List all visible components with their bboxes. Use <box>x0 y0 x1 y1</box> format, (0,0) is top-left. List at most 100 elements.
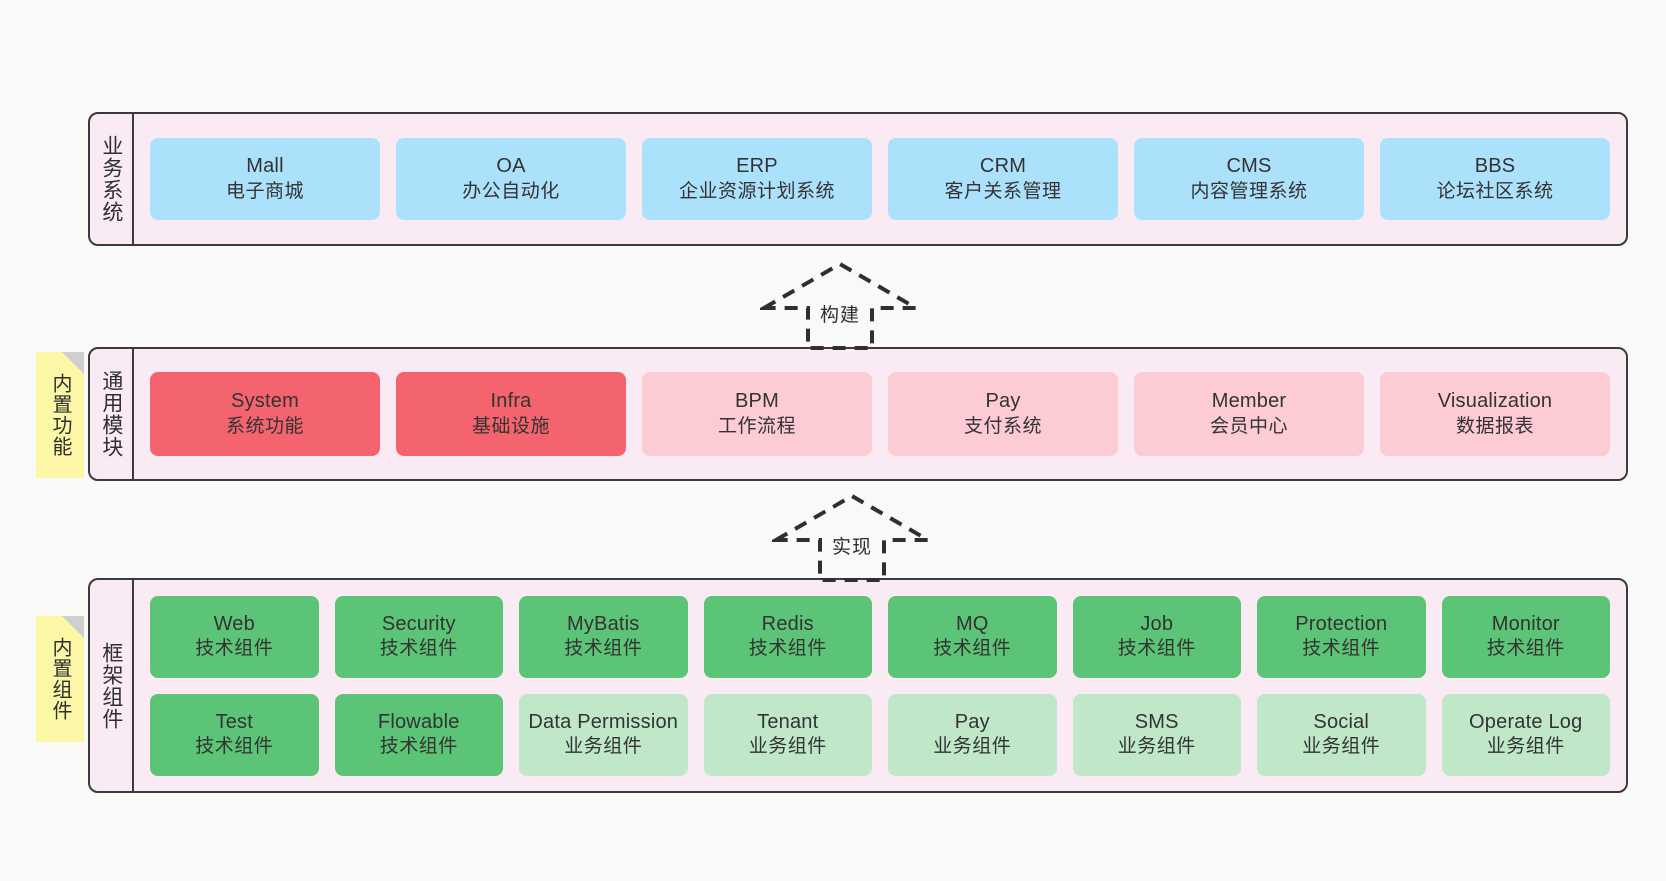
card-subtitle: 技术组件 <box>1486 638 1565 660</box>
card-title: Operate Log <box>1469 710 1583 733</box>
card-title: Pay <box>985 390 1021 413</box>
card-title: Flowable <box>377 710 460 733</box>
framework-card-job[interactable]: Job 技术组件 <box>1072 595 1241 678</box>
card-subtitle: 业务组件 <box>1486 736 1565 758</box>
framework-card-mybatis[interactable]: MyBatis 技术组件 <box>519 595 688 678</box>
card-subtitle: 数据报表 <box>1455 415 1534 437</box>
card-subtitle: 技术组件 <box>564 638 643 660</box>
card-title: CRM <box>979 155 1027 178</box>
framework-card-monitor[interactable]: Monitor 技术组件 <box>1441 595 1610 678</box>
framework-card-social[interactable]: Social 业务组件 <box>1257 693 1426 776</box>
module-card-system[interactable]: System 系统功能 <box>150 372 380 456</box>
module-card-member[interactable]: Member 会员中心 <box>1134 372 1364 456</box>
card-subtitle: 支付系统 <box>963 415 1042 437</box>
framework-card-pay[interactable]: Pay 业务组件 <box>888 693 1057 776</box>
card-title: Redis <box>761 612 814 635</box>
framework-components-caption: 框架组件 <box>90 580 134 791</box>
card-title: Data Permission <box>528 710 679 733</box>
connector-implement: 实现 <box>772 490 932 582</box>
card-subtitle: 工作流程 <box>717 415 796 437</box>
card-subtitle: 业务组件 <box>748 736 827 758</box>
common-modules-body: System 系统功能 Infra 基础设施 BPM 工作流程 Pay 支付系统… <box>134 349 1626 479</box>
framework-components-row-1: Web 技术组件 Security 技术组件 MyBatis 技术组件 Redi… <box>150 595 1610 678</box>
card-title: MQ <box>955 612 989 635</box>
card-title: Security <box>381 612 456 635</box>
business-card-oa[interactable]: OA 办公自动化 <box>396 138 626 220</box>
card-subtitle: 会员中心 <box>1209 415 1288 437</box>
business-card-bbs[interactable]: BBS 论坛社区系统 <box>1380 138 1610 220</box>
card-subtitle: 技术组件 <box>195 736 274 758</box>
business-card-crm[interactable]: CRM 客户关系管理 <box>888 138 1118 220</box>
business-card-mall[interactable]: Mall 电子商城 <box>150 138 380 220</box>
framework-components-row-2: Test 技术组件 Flowable 技术组件 Data Permission … <box>150 693 1610 776</box>
card-title: Infra <box>490 390 532 413</box>
framework-components-layer: 框架组件 Web 技术组件 Security 技术组件 MyBatis 技术组件… <box>88 578 1628 793</box>
framework-card-operate-log[interactable]: Operate Log 业务组件 <box>1441 693 1610 776</box>
business-systems-body: Mall 电子商城 OA 办公自动化 ERP 企业资源计划系统 CRM 客户关系… <box>134 114 1626 244</box>
common-modules-caption: 通用模块 <box>90 349 134 479</box>
framework-card-test[interactable]: Test 技术组件 <box>150 693 319 776</box>
card-title: Member <box>1211 390 1287 413</box>
framework-card-web[interactable]: Web 技术组件 <box>150 595 319 678</box>
card-subtitle: 论坛社区系统 <box>1436 180 1554 202</box>
card-subtitle: 技术组件 <box>195 638 274 660</box>
card-subtitle: 系统功能 <box>225 415 304 437</box>
framework-card-redis[interactable]: Redis 技术组件 <box>703 595 872 678</box>
module-card-pay[interactable]: Pay 支付系统 <box>888 372 1118 456</box>
card-title: Tenant <box>757 710 819 733</box>
connector-build: 构建 <box>760 258 920 350</box>
framework-card-security[interactable]: Security 技术组件 <box>334 595 503 678</box>
card-subtitle: 内容管理系统 <box>1190 180 1308 202</box>
module-card-visualization[interactable]: Visualization 数据报表 <box>1380 372 1610 456</box>
card-subtitle: 业务组件 <box>564 736 643 758</box>
card-title: MyBatis <box>566 612 640 635</box>
sticky-note-builtin-components: 内置组件 <box>36 616 84 742</box>
framework-card-tenant[interactable]: Tenant 业务组件 <box>703 693 872 776</box>
card-subtitle: 客户关系管理 <box>944 180 1062 202</box>
card-title: SMS <box>1134 710 1179 733</box>
card-title: Web <box>213 612 255 635</box>
framework-components-body: Web 技术组件 Security 技术组件 MyBatis 技术组件 Redi… <box>134 580 1626 791</box>
framework-card-protection[interactable]: Protection 技术组件 <box>1257 595 1426 678</box>
card-title: Job <box>1140 612 1174 635</box>
card-title: Monitor <box>1491 612 1560 635</box>
card-title: System <box>231 390 299 413</box>
module-card-bpm[interactable]: BPM 工作流程 <box>642 372 872 456</box>
card-title: OA <box>496 155 526 178</box>
framework-card-sms[interactable]: SMS 业务组件 <box>1072 693 1241 776</box>
business-systems-caption: 业务系统 <box>90 114 134 244</box>
card-title: Test <box>215 710 253 733</box>
module-card-infra[interactable]: Infra 基础设施 <box>396 372 626 456</box>
card-title: Mall <box>246 155 284 178</box>
framework-card-flowable[interactable]: Flowable 技术组件 <box>334 693 503 776</box>
card-subtitle: 技术组件 <box>1117 638 1196 660</box>
business-systems-layer: 业务系统 Mall 电子商城 OA 办公自动化 ERP 企业资源计划系统 CRM… <box>88 112 1628 246</box>
card-title: BBS <box>1474 155 1516 178</box>
sticky-note-builtin-features: 内置功能 <box>36 352 84 478</box>
card-subtitle: 技术组件 <box>1302 638 1381 660</box>
common-modules-layer: 通用模块 System 系统功能 Infra 基础设施 BPM 工作流程 Pay… <box>88 347 1628 481</box>
hollow-arrow-up-icon <box>772 493 932 582</box>
business-card-cms[interactable]: CMS 内容管理系统 <box>1134 138 1364 220</box>
card-title: Protection <box>1295 612 1388 635</box>
card-title: ERP <box>736 155 778 178</box>
card-subtitle: 基础设施 <box>471 415 550 437</box>
hollow-arrow-up-icon <box>760 261 920 350</box>
card-title: Social <box>1313 710 1370 733</box>
card-subtitle: 业务组件 <box>1302 736 1381 758</box>
card-subtitle: 业务组件 <box>1117 736 1196 758</box>
card-subtitle: 技术组件 <box>379 736 458 758</box>
card-subtitle: 技术组件 <box>748 638 827 660</box>
framework-card-data-permission[interactable]: Data Permission 业务组件 <box>519 693 688 776</box>
card-subtitle: 业务组件 <box>933 736 1012 758</box>
card-subtitle: 电子商城 <box>225 180 304 202</box>
business-systems-row: Mall 电子商城 OA 办公自动化 ERP 企业资源计划系统 CRM 客户关系… <box>150 138 1610 220</box>
card-title: BPM <box>735 390 779 413</box>
business-card-erp[interactable]: ERP 企业资源计划系统 <box>642 138 872 220</box>
framework-card-mq[interactable]: MQ 技术组件 <box>888 595 1057 678</box>
card-subtitle: 企业资源计划系统 <box>678 180 835 202</box>
card-subtitle: 技术组件 <box>379 638 458 660</box>
card-title: CMS <box>1226 155 1272 178</box>
card-title: Visualization <box>1437 390 1553 413</box>
